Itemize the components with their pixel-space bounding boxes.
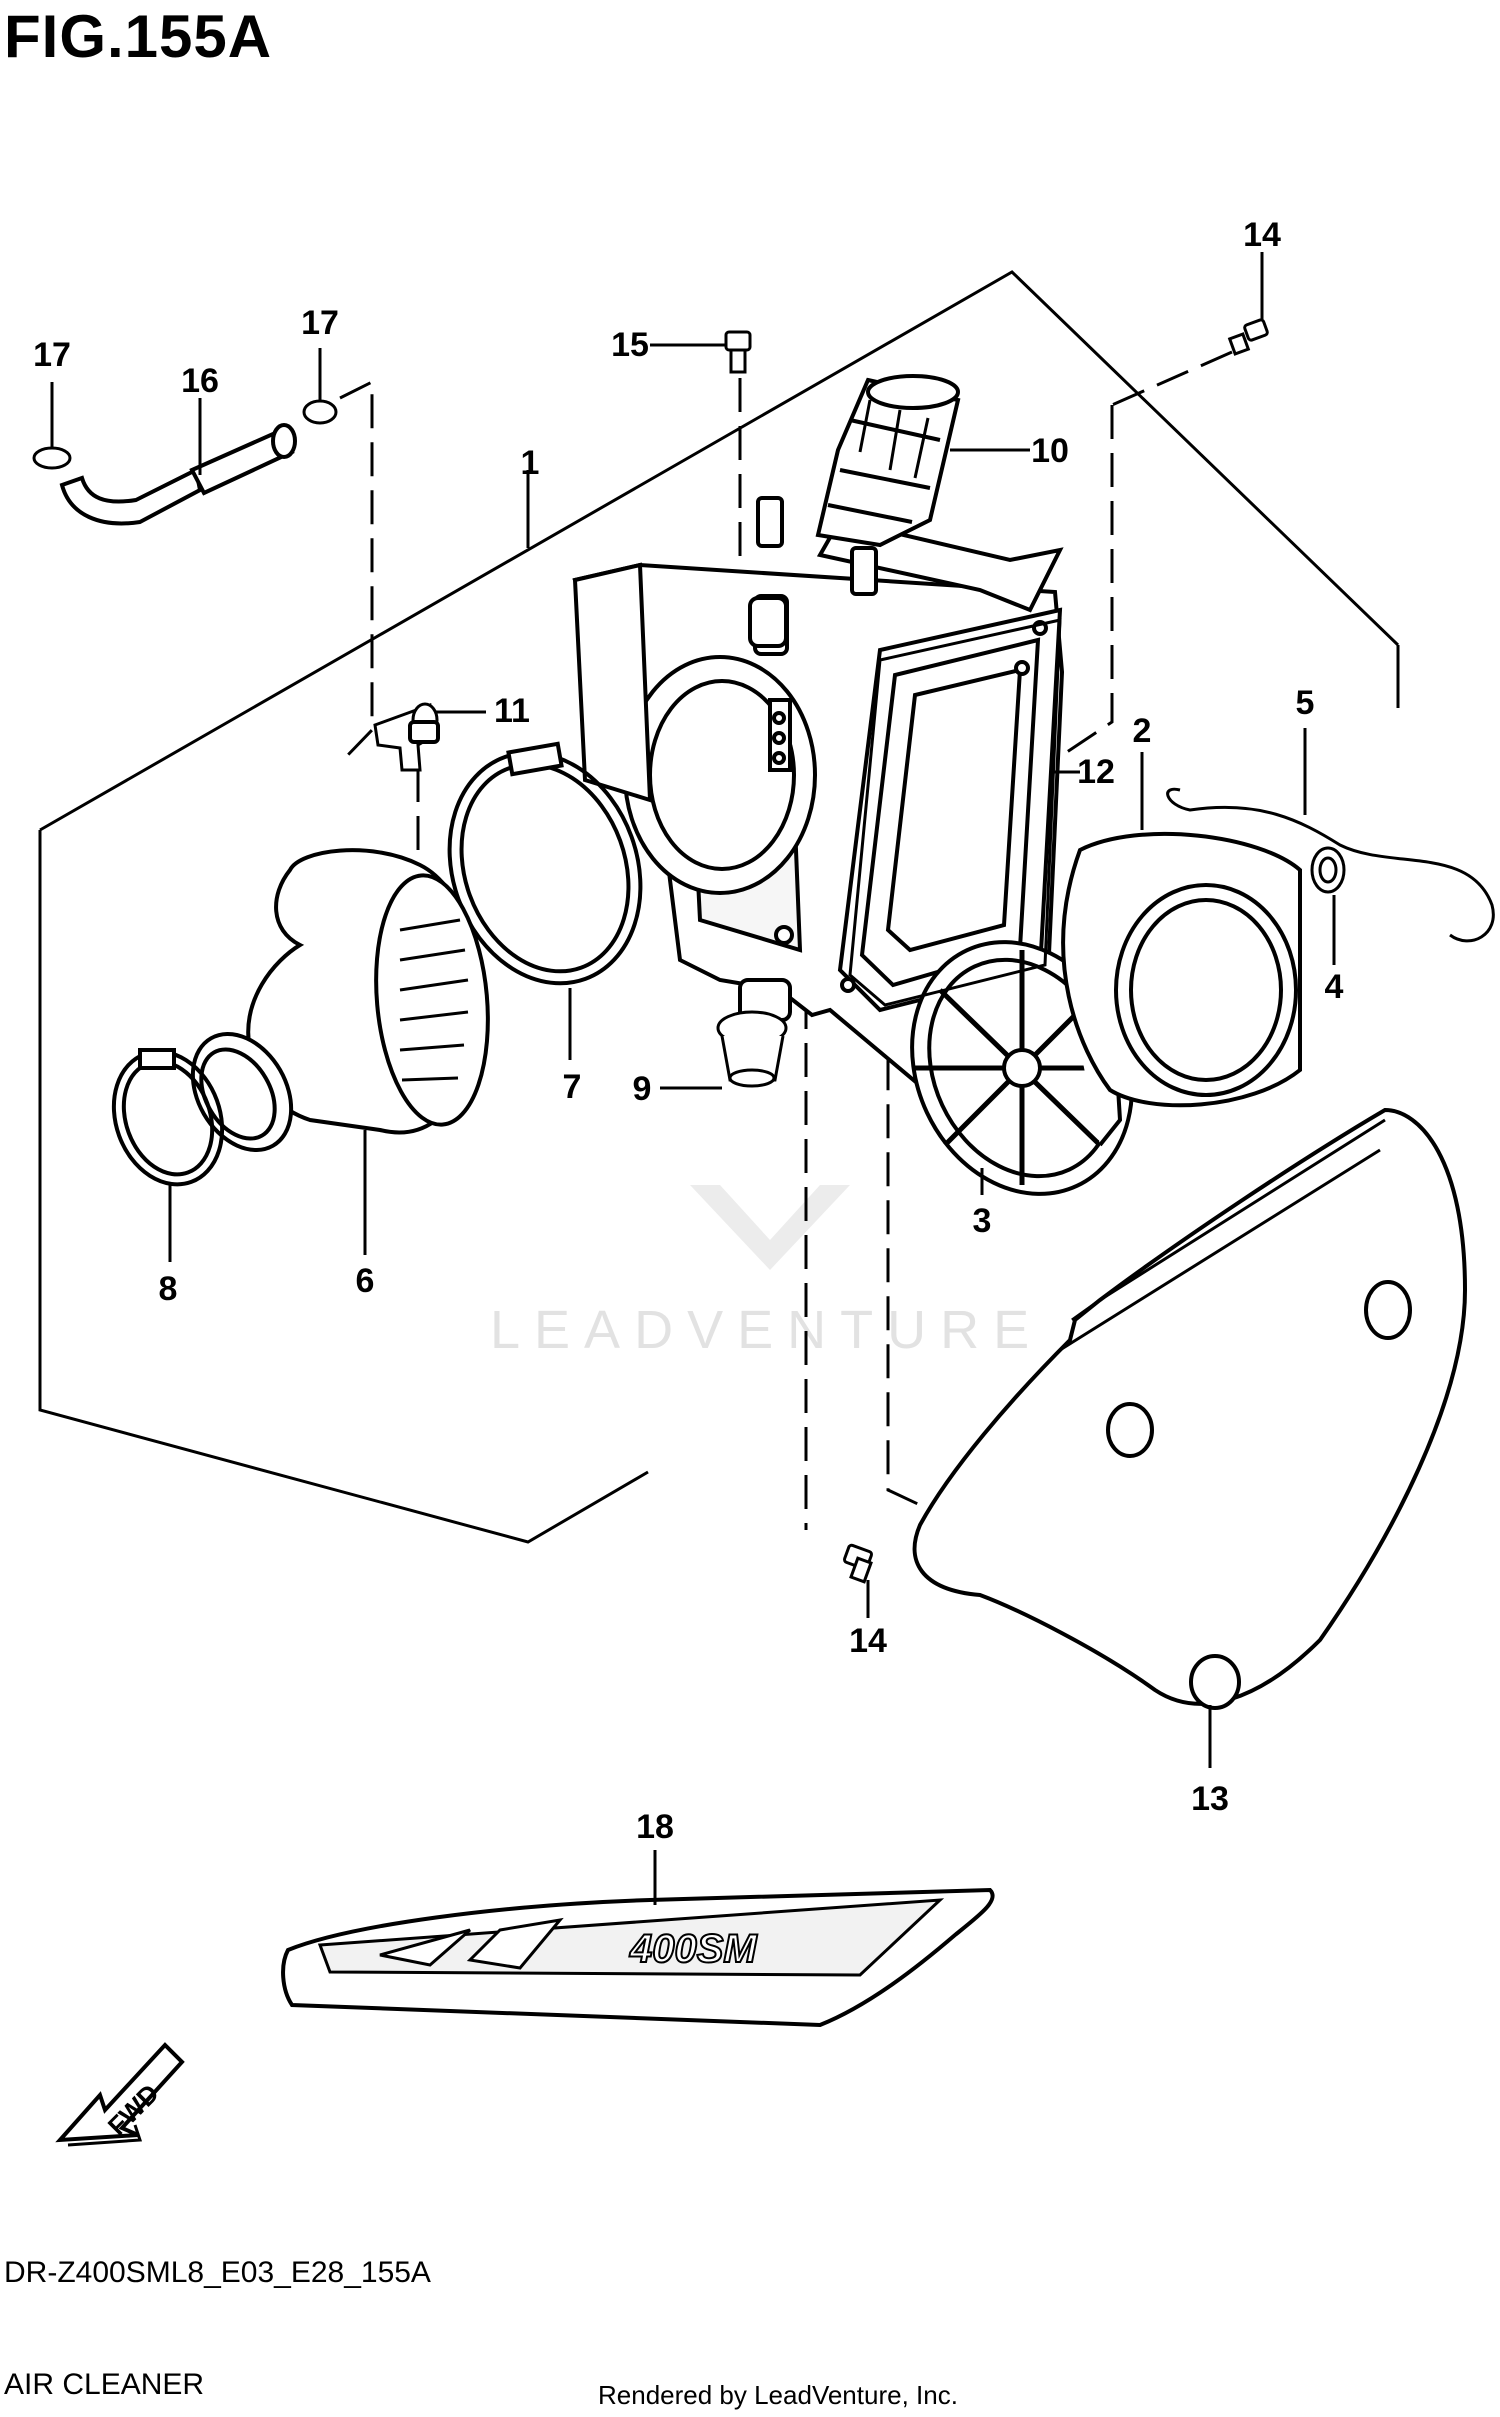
callout-7: 7 — [563, 1068, 582, 1106]
callout-17-left: 17 — [33, 336, 71, 374]
seal-part-4 — [1310, 846, 1346, 894]
cord-part-5 — [1166, 787, 1495, 943]
watermark-text: LEADVENTURE — [490, 1300, 1043, 1360]
screw-part-14-bottom — [842, 1543, 874, 1584]
callout-5: 5 — [1296, 684, 1315, 722]
callout-1: 1 — [521, 444, 540, 482]
callout-17-right: 17 — [301, 304, 339, 342]
callout-18: 18 — [636, 1808, 674, 1846]
callout-14-bottom: 14 — [849, 1622, 887, 1660]
callout-12: 12 — [1077, 753, 1115, 791]
model-code: DR-Z400SML8_E03_E28_155A — [4, 2256, 431, 2289]
callout-13: 13 — [1191, 1780, 1229, 1818]
side-cover-part-13 — [912, 1107, 1468, 1710]
rendered-by: Rendered by LeadVenture, Inc. — [598, 2380, 958, 2410]
callout-3: 3 — [973, 1202, 992, 1240]
hose-clip-part-17 — [32, 399, 338, 470]
watermark: LEADVENTURE — [490, 1185, 1043, 1360]
fwd-arrow: FWD — [55, 2042, 185, 2147]
decal-text: 400SM — [629, 1927, 758, 1971]
breather-hose-part-16 — [59, 423, 297, 526]
callout-10: 10 — [1031, 432, 1069, 470]
decal-part-18: 400SM — [281, 1887, 995, 2028]
assembly-boundary — [38, 270, 1400, 1544]
callout-11: 11 — [494, 692, 530, 730]
intake-boot-part-10 — [748, 374, 961, 648]
callout-16: 16 — [181, 362, 219, 400]
air-filter-element-part-2 — [1061, 831, 1302, 1108]
callout-4: 4 — [1325, 968, 1344, 1006]
callout-2: 2 — [1133, 712, 1152, 750]
callouts: 1 2 3 4 5 6 7 8 9 10 11 12 13 14 14 15 1… — [33, 216, 1343, 1846]
callout-8: 8 — [159, 1270, 178, 1308]
section-name: AIR CLEANER — [4, 2368, 205, 2401]
hose-clamp-part-8 — [111, 1048, 225, 1187]
grommet-part-9 — [716, 1010, 788, 1088]
callout-9: 9 — [633, 1070, 652, 1108]
callout-14-top: 14 — [1243, 216, 1281, 254]
screw-part-15 — [724, 330, 752, 374]
callout-15: 15 — [611, 326, 649, 364]
figure-title: FIG.155A — [4, 3, 273, 70]
callout-6: 6 — [356, 1262, 375, 1300]
element-holder-part-3 — [910, 940, 1134, 1196]
leader-lines — [50, 252, 1336, 1905]
outlet-duct-part-6 — [190, 720, 490, 1153]
screw-part-14-top — [1227, 318, 1269, 356]
gasket-part-12 — [848, 618, 1062, 1007]
